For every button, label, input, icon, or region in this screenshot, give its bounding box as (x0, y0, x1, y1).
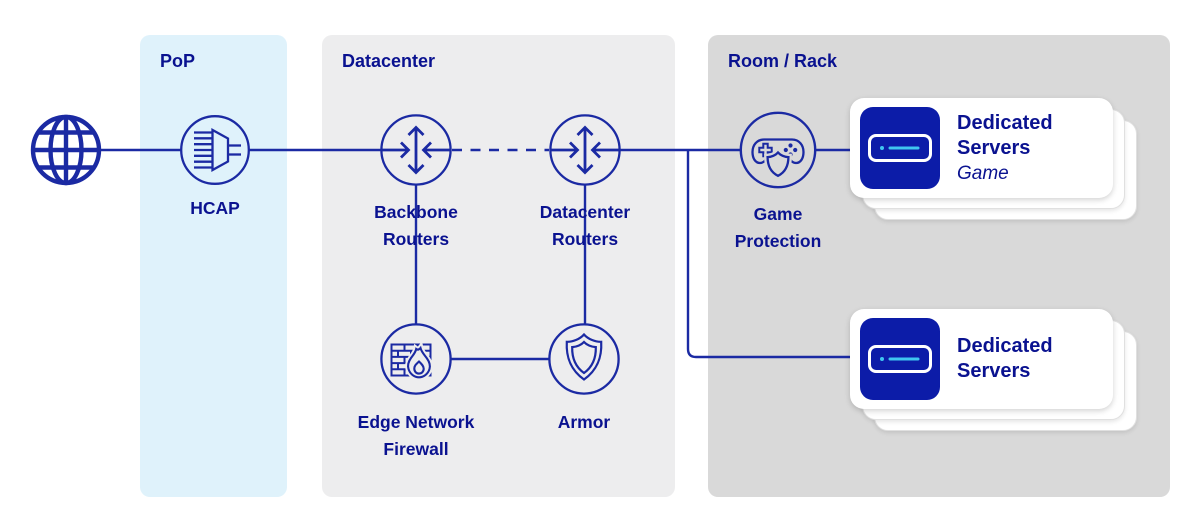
armor-label: Armor (557, 412, 611, 432)
section-room-rack-title: Room / Rack (728, 51, 838, 71)
backbone-routers-label: Backbone Routers (374, 202, 458, 249)
server-tile (860, 107, 940, 189)
edge-firewall-label: Edge Network Firewall (357, 412, 475, 459)
hcap-label: HCAP (190, 198, 240, 218)
internet-node (28, 112, 104, 188)
firewall-icon (380, 323, 452, 395)
hcap-aggregator-icon (180, 115, 250, 185)
card-text: Dedicated Servers (957, 334, 1077, 384)
backbone-routers-node (379, 113, 453, 187)
flame-inner (413, 360, 425, 375)
datacenter-routers-label: Datacenter Routers (539, 202, 631, 249)
section-pop-title: PoP (160, 51, 196, 71)
gamepad-shield-icon (739, 111, 817, 189)
game-protection-label: Game Protection (734, 204, 822, 251)
game-protection-node (738, 110, 818, 190)
router-icon (380, 114, 452, 186)
section-datacenter: Datacenter (322, 35, 675, 497)
section-datacenter-title: Datacenter (342, 51, 436, 71)
server-icon (868, 134, 932, 162)
card-text: Dedicated Servers Game (957, 111, 1077, 186)
armor-node (547, 322, 621, 396)
globe-icon (30, 114, 102, 186)
edge-firewall-node (379, 322, 453, 396)
router-icon (549, 114, 621, 186)
server-icon (868, 345, 932, 373)
card-title: Dedicated Servers (957, 335, 1053, 382)
hcap-node (179, 114, 251, 186)
dedicated-servers-game-card: Dedicated Servers Game (850, 98, 1113, 198)
datacenter-routers-node (548, 113, 622, 187)
shield-icon (548, 323, 620, 395)
section-pop: PoP (140, 35, 287, 497)
dedicated-servers-card: Dedicated Servers (850, 309, 1113, 409)
dedicated-servers-stack: Dedicated Servers (850, 309, 1137, 431)
server-tile (860, 318, 940, 400)
card-subtitle: Game (957, 162, 1009, 184)
card-title: Dedicated Servers (957, 111, 1053, 159)
dedicated-servers-game-stack: Dedicated Servers Game (850, 98, 1137, 220)
